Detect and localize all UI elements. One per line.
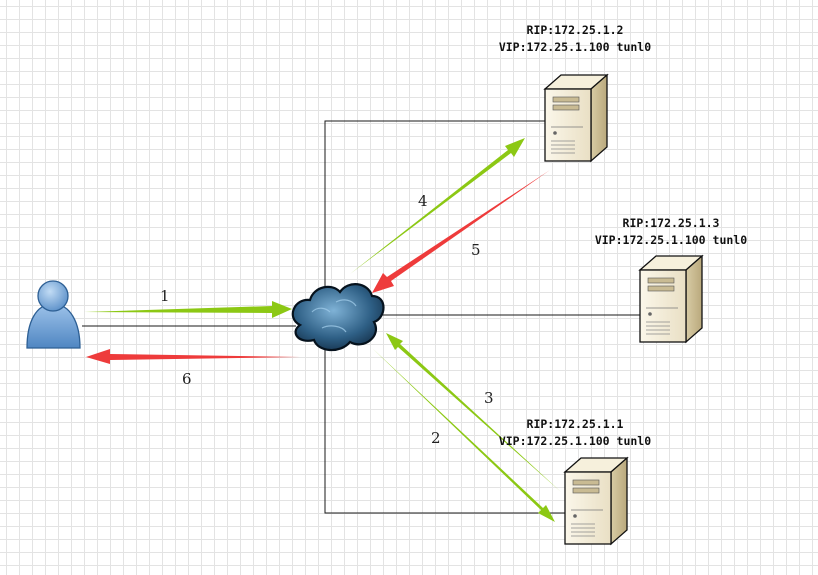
step-2-label: 2 [431, 429, 441, 447]
step-4-label: 4 [418, 192, 428, 210]
trunk-to-server-2 [324, 120, 545, 300]
user-icon [26, 280, 81, 349]
server-2-label: RIP:172.25.1.2 VIP:172.25.1.100 tunl0 [490, 22, 660, 56]
arrow-5 [372, 170, 550, 293]
server-3-vip: VIP:172.25.1.100 tunl0 [594, 233, 748, 247]
server-3-rip: RIP:172.25.1.3 [622, 216, 720, 230]
arrow-1 [84, 301, 292, 318]
server-2-rip: RIP:172.25.1.2 [526, 23, 624, 37]
cloud-icon [291, 283, 385, 352]
server-1-rip: RIP:172.25.1.1 [526, 417, 624, 431]
step-5-label: 5 [471, 241, 481, 259]
server-icon [564, 457, 628, 545]
server-1-vip: VIP:172.25.1.100 tunl0 [498, 434, 652, 448]
arrows [84, 138, 561, 522]
server-icon [639, 255, 703, 343]
arrow-3 [386, 333, 561, 492]
arrow-6 [86, 349, 300, 364]
trunk-to-server-1 [324, 345, 565, 514]
server-2-vip: VIP:172.25.1.100 tunl0 [498, 40, 652, 54]
step-6-label: 6 [182, 370, 192, 388]
step-3-label: 3 [484, 389, 494, 407]
step-1-label: 1 [160, 287, 170, 305]
arrow-4 [350, 138, 525, 274]
server-1-label: RIP:172.25.1.1 VIP:172.25.1.100 tunl0 [490, 416, 660, 450]
connection-lines [82, 120, 640, 514]
server-3-label: RIP:172.25.1.3 VIP:172.25.1.100 tunl0 [586, 215, 756, 249]
server-icon [544, 74, 608, 162]
arrow-2 [372, 348, 555, 522]
